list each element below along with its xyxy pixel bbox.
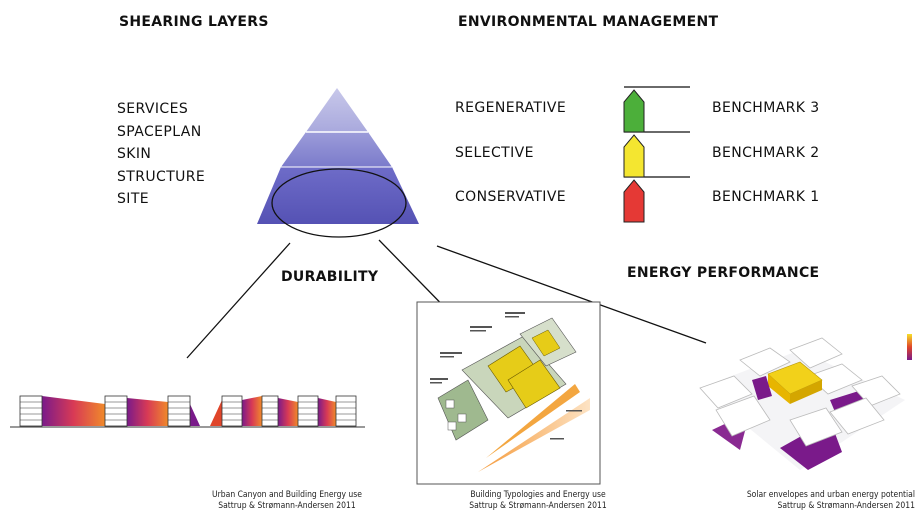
benchmark-1-arrow-icon (623, 179, 645, 223)
layer-spaceplan: SPACEPLAN (117, 123, 202, 140)
caption-building-typologies-title: Building Typologies and Energy use (470, 490, 606, 500)
benchmark-1: BENCHMARK 1 (712, 189, 820, 205)
benchmark-3: BENCHMARK 3 (712, 100, 820, 116)
benchmark-2: BENCHMARK 2 (712, 145, 820, 161)
caption-urban-canyon-credit: Sattrup & Strømann-Andersen 2011 (218, 501, 356, 511)
environmental-management-heading: ENVIRONMENTAL MANAGEMENT (458, 14, 719, 30)
benchmark-ladder (623, 86, 690, 223)
caption-building-typologies: Building Typologies and Energy use Sattr… (434, 490, 642, 512)
shearing-layers-pyramid (257, 88, 419, 238)
layer-site: SITE (117, 191, 150, 207)
building-typologies-plan (416, 301, 601, 485)
benchmark-2-arrow-icon (623, 134, 645, 178)
layer-skin: SKIN (117, 146, 152, 162)
level-conservative: CONSERVATIVE (455, 189, 567, 205)
level-selective: SELECTIVE (455, 145, 534, 161)
layer-services: SERVICES (117, 101, 189, 117)
energy-performance-heading: ENERGY PERFORMANCE (627, 265, 820, 281)
caption-urban-canyon: Urban Canyon and Building Energy use Sat… (183, 490, 391, 512)
durability-heading: DURABILITY (281, 269, 379, 285)
caption-building-typologies-credit: Sattrup & Strømann-Andersen 2011 (469, 501, 607, 511)
urban-canyon-illustration (10, 395, 365, 428)
caption-urban-canyon-title: Urban Canyon and Building Energy use (212, 490, 362, 500)
shearing-layers-heading: SHEARING LAYERS (119, 14, 269, 30)
shearing-layers-list: SERVICES SPACEPLAN SKIN STRUCTURE SITE (117, 98, 205, 211)
caption-solar-envelopes: Solar envelopes and urban energy potenti… (706, 490, 915, 512)
energy-color-scale (907, 334, 912, 360)
caption-solar-envelopes-credit: Sattrup & Strømann-Andersen 2011 (777, 501, 915, 511)
solar-envelopes-illustration (699, 334, 912, 470)
durability-highlight-ellipse (271, 168, 407, 238)
layer-structure: STRUCTURE (117, 168, 206, 185)
caption-solar-envelopes-title: Solar envelopes and urban energy potenti… (746, 490, 915, 500)
level-regenerative: REGENERATIVE (455, 100, 567, 116)
benchmark-3-arrow-icon (623, 89, 645, 133)
